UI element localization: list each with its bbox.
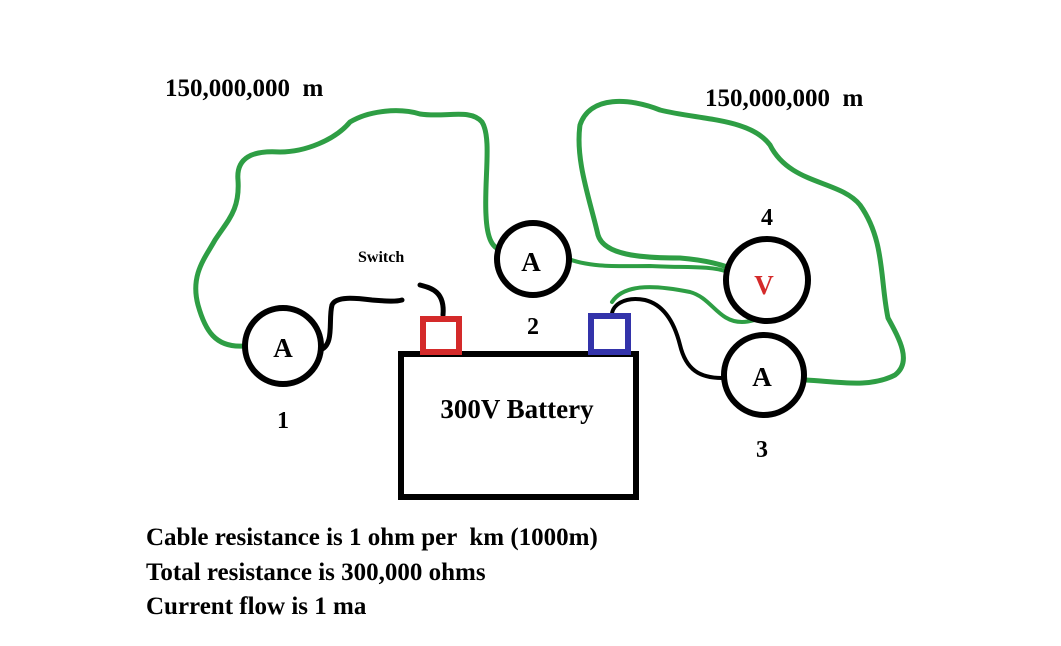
left-cable-length: 150,000,000 m [165,75,324,102]
ammeter-3: A [721,332,807,418]
switch-label: Switch [358,249,404,266]
ammeter-1: A [242,305,324,387]
ammeter-3-symbol: A [752,362,772,392]
positive-terminal [420,316,462,355]
note-total-resistance: Total resistance is 300,000 ohms [146,559,486,586]
battery-label: 300V Battery [440,394,594,424]
ammeter2-to-voltmeter-cable [564,256,730,274]
right-long-cable-outer [576,98,906,386]
meter-4-number: 4 [761,205,773,231]
ammeter1-to-switch-wire [317,295,405,353]
meter-1-number: 1 [277,408,289,434]
ammeter-1-symbol: A [273,333,293,363]
note-cable-resistance: Cable resistance is 1 ohm per km (1000m) [146,524,598,551]
voltmeter-4-symbol: V [754,270,774,300]
left-long-cable [193,108,507,349]
ammeter-2: A [494,220,572,298]
negative-terminal [588,313,631,355]
right-cable-length: 150,000,000 m [705,85,864,112]
voltmeter-4: V [723,236,811,324]
meter-3-number: 3 [756,437,768,463]
ammeter-2-symbol: A [521,247,541,277]
note-current-flow: Current flow is 1 ma [146,593,367,620]
negative-to-ammeter3-wire [609,297,724,380]
battery-body [398,351,639,500]
meter-2-number: 2 [527,314,539,340]
switch-lever [417,282,446,318]
